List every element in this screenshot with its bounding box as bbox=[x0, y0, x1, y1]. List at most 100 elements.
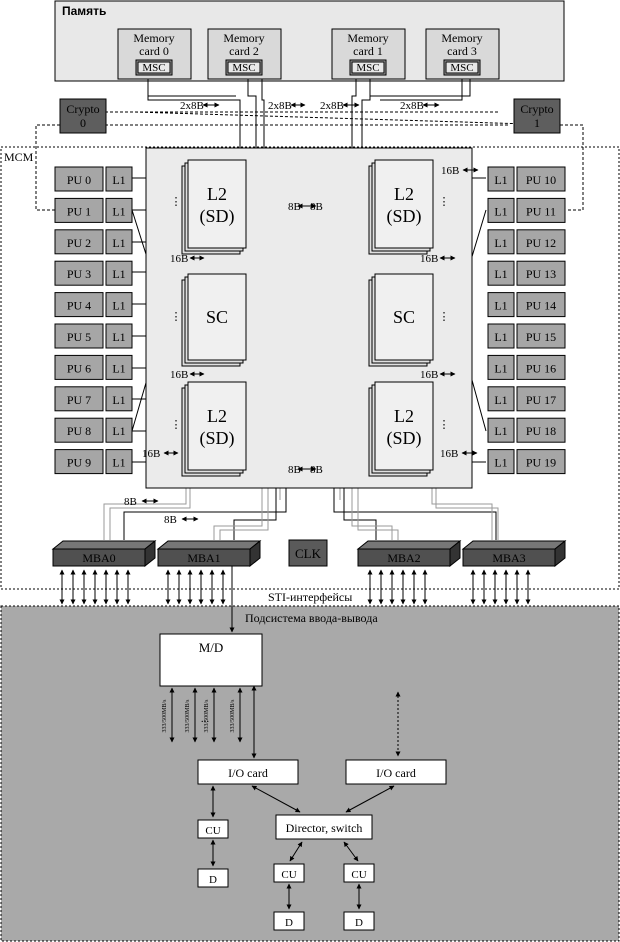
mcm-label: MCM bbox=[4, 150, 34, 164]
label: PU 6 bbox=[67, 361, 91, 375]
cu-right: CU bbox=[343, 863, 375, 883]
memory-card-title: Memory bbox=[133, 31, 174, 45]
msc-label: MSC bbox=[356, 62, 379, 74]
label: L2 bbox=[207, 406, 227, 426]
mba-2: MBA2 bbox=[356, 539, 462, 568]
pu-17: L1 PU 17 bbox=[487, 386, 566, 412]
crypto-index: 0 bbox=[80, 116, 86, 130]
label: L1 bbox=[494, 330, 507, 344]
width-label: 16B bbox=[440, 448, 458, 460]
label: (SD) bbox=[387, 428, 422, 449]
label: D bbox=[285, 917, 293, 929]
label: L1 bbox=[494, 267, 507, 281]
d-right: D bbox=[343, 911, 375, 931]
cu-center: CU bbox=[273, 863, 305, 883]
d-center: D bbox=[273, 911, 305, 931]
label: L1 bbox=[112, 204, 125, 218]
label: L1 bbox=[112, 424, 125, 438]
label: L2 bbox=[394, 406, 414, 426]
clk-block: CLK bbox=[288, 539, 328, 567]
io-subsystem-panel bbox=[0, 605, 620, 942]
label: (SD) bbox=[387, 206, 422, 227]
label: L1 bbox=[494, 456, 507, 470]
label: MBA1 bbox=[187, 551, 220, 565]
memory-card-index: card 1 bbox=[353, 44, 383, 58]
width-label: 16B bbox=[170, 369, 188, 381]
label: L1 bbox=[112, 456, 125, 470]
label: PU 12 bbox=[526, 236, 556, 250]
width-label: 8B bbox=[288, 201, 301, 213]
label: PU 2 bbox=[67, 236, 91, 250]
memory-card-title: Memory bbox=[223, 31, 264, 45]
label: PU 15 bbox=[526, 330, 556, 344]
svg-text:CLK: CLK bbox=[295, 546, 322, 561]
label: L1 bbox=[112, 299, 125, 313]
pu-11: L1 PU 11 bbox=[487, 197, 566, 223]
label: L1 bbox=[494, 204, 507, 218]
label: L1 bbox=[494, 236, 507, 250]
label: PU 8 bbox=[67, 424, 91, 438]
sti-arrows bbox=[59, 566, 531, 633]
label: L1 bbox=[112, 393, 125, 407]
label: MBA2 bbox=[387, 551, 420, 565]
pu-8: PU 8 L1 bbox=[54, 417, 133, 443]
label: I/O card bbox=[376, 766, 416, 780]
label: CU bbox=[205, 825, 220, 837]
label: L1 bbox=[112, 330, 125, 344]
label: L1 bbox=[494, 361, 507, 375]
width-label: 16B bbox=[142, 448, 160, 460]
cu-left: CU bbox=[197, 819, 229, 839]
md-box: M/D bbox=[159, 633, 263, 687]
label: PU 14 bbox=[526, 299, 556, 313]
rate-label: 333/500MB/s bbox=[204, 699, 210, 733]
bus-label-2: 2x8B bbox=[320, 100, 344, 112]
pu-12: L1 PU 12 bbox=[487, 229, 566, 255]
io-card-left: I/O card bbox=[197, 759, 299, 785]
pu-1: PU 1 L1 bbox=[54, 197, 133, 223]
l2-sd-bottom-left: L2(SD) bbox=[181, 381, 247, 477]
pu-14: L1 PU 14 bbox=[487, 292, 566, 318]
sti-label: STI-интерфейсы bbox=[268, 590, 352, 604]
label: L2 bbox=[207, 184, 227, 204]
crypto-name: Crypto bbox=[520, 102, 553, 116]
bus-label-1: 2x8B bbox=[268, 100, 292, 112]
label: I/O card bbox=[228, 766, 268, 780]
label: PU 11 bbox=[526, 204, 556, 218]
width-label: 16B bbox=[420, 369, 438, 381]
label: L1 bbox=[494, 299, 507, 313]
label: PU 1 bbox=[67, 204, 91, 218]
rate-label: 333/500MB/s bbox=[230, 699, 236, 733]
label: L1 bbox=[494, 393, 507, 407]
rate-label: 333/500MB/s bbox=[185, 699, 191, 733]
width-label: 8B bbox=[310, 201, 323, 213]
director-switch-box: Director, switch bbox=[275, 814, 373, 840]
io-subsystem-title: Подсистема ввода-вывода bbox=[245, 611, 378, 625]
label: PU 17 bbox=[526, 393, 556, 407]
width-label: 8B bbox=[288, 464, 301, 476]
label: L2 bbox=[394, 184, 414, 204]
ellipsis: ⋮ bbox=[171, 419, 182, 431]
